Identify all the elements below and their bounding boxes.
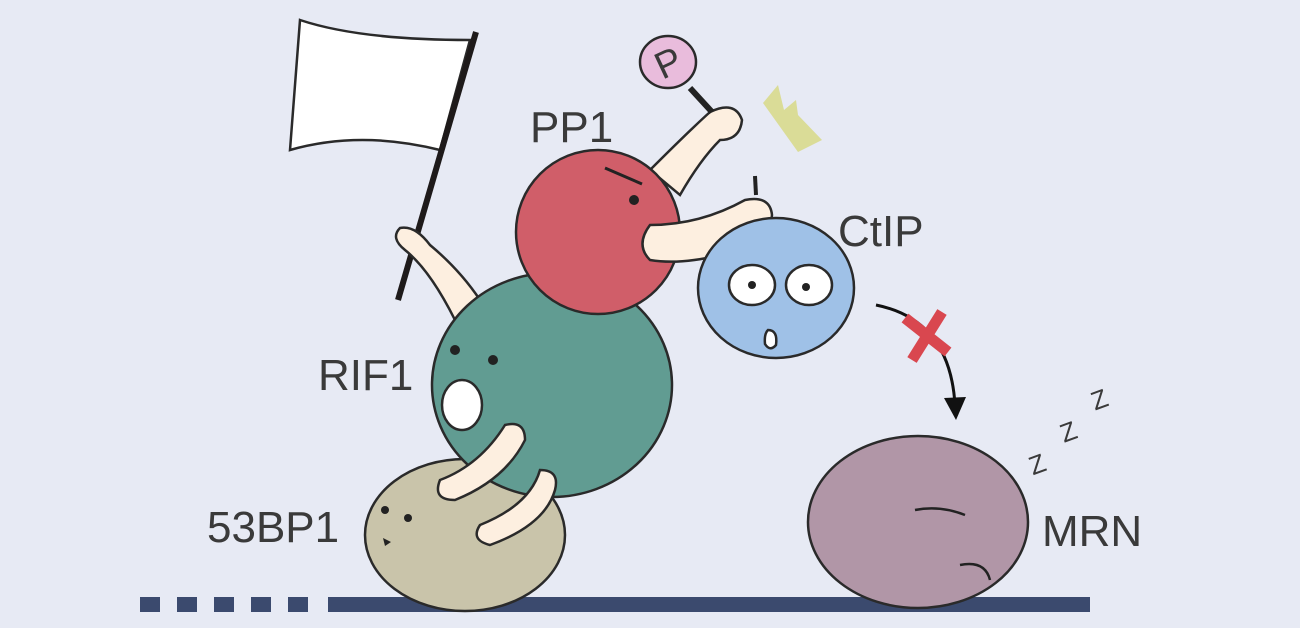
z-letter: Z bbox=[1056, 415, 1081, 449]
pp1-label: PP1 bbox=[530, 103, 613, 152]
block-x-icon bbox=[901, 309, 952, 363]
white-flag-icon bbox=[288, 18, 479, 301]
rif1-label: RIF1 bbox=[318, 351, 413, 400]
sleep-zzz: Z Z Z bbox=[1025, 383, 1113, 481]
53bp1-face bbox=[381, 506, 412, 546]
rif1-arm bbox=[394, 226, 482, 322]
53bp1-label: 53BP1 bbox=[207, 503, 339, 552]
rif1-face bbox=[440, 345, 498, 432]
rif1-leg bbox=[436, 422, 527, 502]
mrn-label: MRN bbox=[1042, 507, 1142, 556]
phosphate-sign-icon: P bbox=[638, 34, 715, 115]
mrn-face bbox=[914, 507, 992, 581]
ctip-label: CtIP bbox=[838, 207, 924, 256]
blocked-arrow bbox=[875, 303, 966, 420]
pin-icon bbox=[753, 175, 758, 196]
rif1-leg bbox=[475, 468, 558, 547]
mrn-protein bbox=[806, 434, 1030, 610]
crown-icon bbox=[763, 85, 822, 152]
z-letter: Z bbox=[1025, 447, 1050, 481]
z-letter: Z bbox=[1087, 383, 1112, 417]
ctip-face bbox=[727, 263, 834, 350]
pp1-face bbox=[604, 166, 643, 205]
pp1-arm-raised bbox=[648, 106, 744, 197]
